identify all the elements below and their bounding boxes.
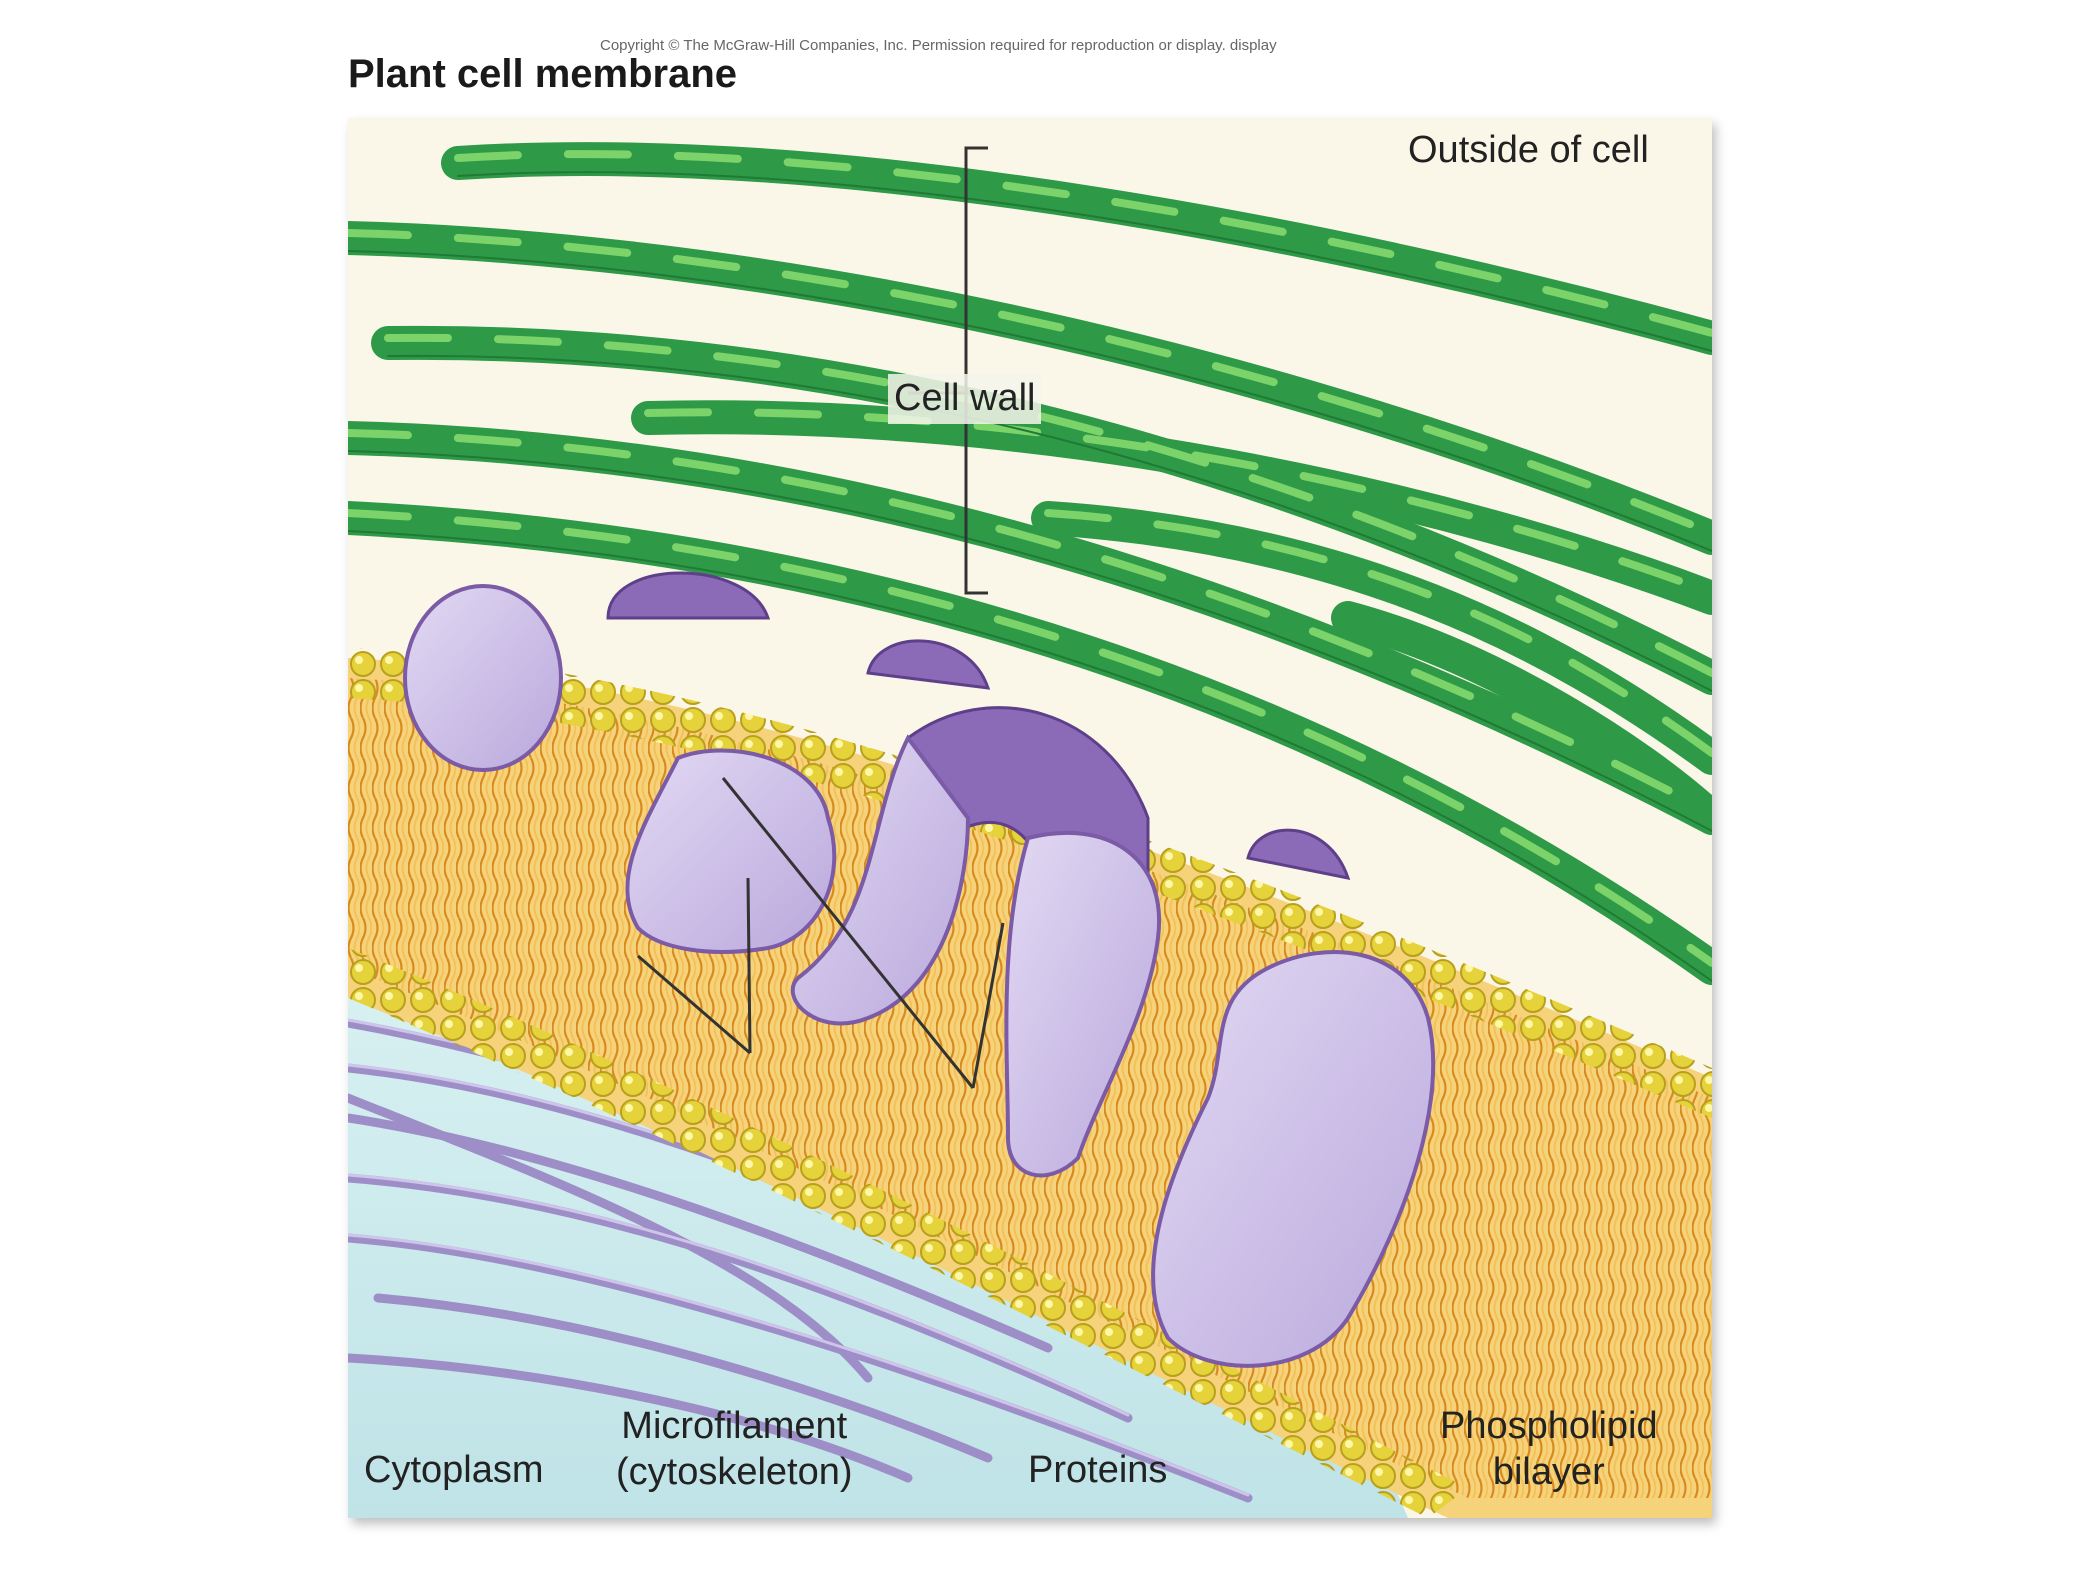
protein-1 [403, 584, 563, 772]
protein-2 [606, 571, 771, 620]
cell-wall-bracket [964, 146, 988, 595]
label-proteins: Proteins [1028, 1449, 1168, 1491]
label-microfilament-line1: Microfilament [621, 1405, 848, 1447]
leader-lines [637, 146, 1005, 1089]
protein-7 [1151, 950, 1436, 1368]
protein-4 [625, 748, 837, 954]
protein-6 [1246, 828, 1351, 880]
protein-5-right [1004, 830, 1162, 1178]
proteins-leader-1 [721, 777, 975, 1089]
label-microfilament: Microfilament (cytoskeleton) [616, 1404, 853, 1495]
membrane-svg [348, 118, 1712, 1518]
protein-3 [866, 639, 991, 690]
membrane-proteins [403, 571, 1436, 1368]
label-outside-of-cell: Outside of cell [1408, 129, 1649, 171]
label-cytoplasm: Cytoplasm [364, 1449, 544, 1491]
diagram-title: Plant cell membrane [348, 52, 738, 96]
membrane-illustration: Outside of cell Cell wall Cytoplasm Micr… [348, 118, 1712, 1518]
label-phospholipid-line1: Phospholipid [1440, 1405, 1658, 1447]
label-phospholipid-bilayer: Phospholipid bilayer [1440, 1404, 1658, 1495]
protein-5-left [790, 734, 971, 1026]
microfilament-leader-1 [746, 877, 752, 1054]
label-cell-wall: Cell wall [888, 374, 1042, 424]
proteins-leader-2 [971, 922, 1005, 1089]
microfilament-leader-2 [637, 954, 751, 1055]
copyright-notice: Copyright © The McGraw-Hill Companies, I… [600, 37, 1277, 54]
label-microfilament-line2: (cytoskeleton) [616, 1450, 853, 1493]
label-phospholipid-line2: bilayer [1492, 1450, 1605, 1493]
